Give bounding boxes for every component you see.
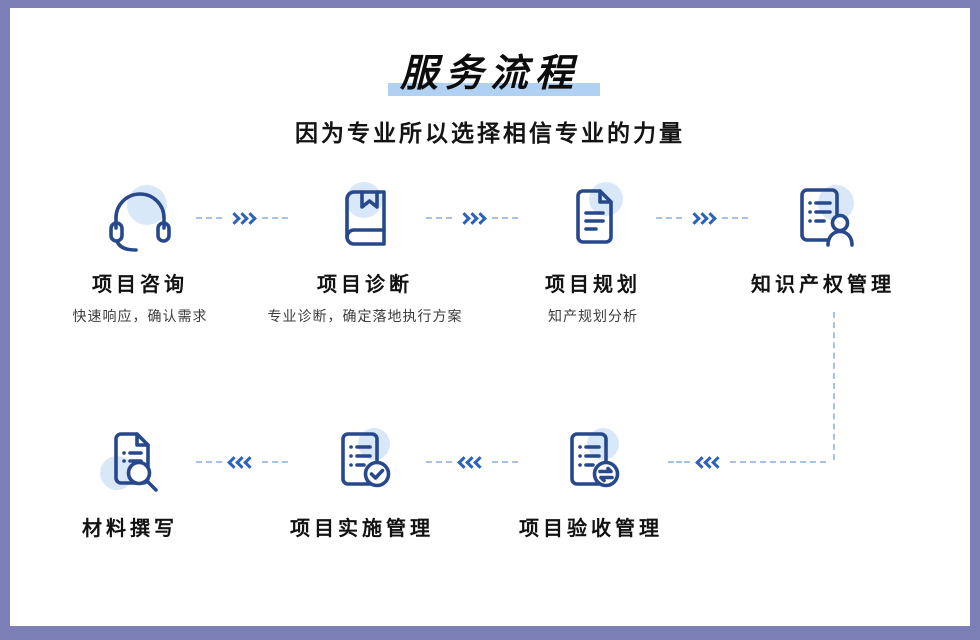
step-acceptance-management: 项目验收管理 [491, 422, 691, 541]
step-label: 项目实施管理 [290, 518, 434, 540]
step-label: 知识产权管理 [751, 274, 895, 296]
step-sublabel: 知产规划分析 [548, 308, 638, 324]
dashed-line [492, 217, 518, 219]
step-label: 材料撰写 [82, 518, 178, 540]
chevrons-left-icon [227, 455, 256, 469]
chevrons-left-icon [695, 455, 724, 469]
step-label: 项目规划 [545, 274, 641, 296]
dashed-line [426, 461, 452, 463]
step-implementation-management: 项目实施管理 [262, 422, 462, 541]
step-project-planning: 项目规划 知产规划分析 [493, 178, 693, 326]
flow-arrow-right [656, 208, 748, 228]
header: 服务流程 [0, 42, 980, 97]
dashed-line [196, 217, 222, 219]
page-title-text: 服务流程 [399, 53, 580, 95]
connector-line [833, 312, 835, 460]
chevrons-right-icon [688, 211, 717, 225]
chevrons-right-icon [458, 211, 487, 225]
step-label: 项目验收管理 [519, 518, 663, 540]
step-sublabel: 快速响应，确认需求 [72, 308, 208, 324]
dashed-line [262, 461, 288, 463]
dashed-line [730, 461, 826, 463]
document-sync-icon [570, 428, 620, 488]
step-ip-management: 知识产权管理 [713, 178, 933, 297]
dashed-line [262, 217, 288, 219]
document-check-icon [341, 428, 391, 488]
step-label: 项目咨询 [92, 274, 188, 296]
flow-arrow-left [668, 452, 826, 472]
chevrons-left-icon [457, 455, 486, 469]
document-user-icon [800, 185, 854, 247]
step-project-consulting: 项目咨询 快速响应，确认需求 [40, 178, 240, 326]
document-search-icon [100, 432, 158, 492]
headset-icon [109, 185, 171, 252]
flow-arrow-right [196, 208, 288, 228]
flow-arrow-left [196, 452, 288, 472]
page-title: 服务流程 [387, 42, 600, 97]
step-sublabel: 专业诊断，确定落地执行方案 [267, 308, 463, 324]
dashed-line [196, 461, 222, 463]
dashed-line [492, 461, 518, 463]
dashed-line [426, 217, 452, 219]
title-underline [387, 83, 600, 96]
dashed-line [722, 217, 748, 219]
flow-arrow-left [426, 452, 518, 472]
page-subtitle: 因为专业所以选择相信专业的力量 [295, 121, 685, 146]
step-project-diagnosis: 项目诊断 专业诊断，确定落地执行方案 [265, 178, 465, 326]
flow-arrow-right [426, 208, 518, 228]
step-label: 项目诊断 [317, 274, 413, 296]
step-material-writing: 材料撰写 [30, 422, 230, 541]
dashed-line [668, 461, 690, 463]
chevrons-right-icon [228, 211, 257, 225]
dashed-line [656, 217, 682, 219]
document-icon [576, 182, 623, 244]
book-icon [345, 182, 386, 246]
